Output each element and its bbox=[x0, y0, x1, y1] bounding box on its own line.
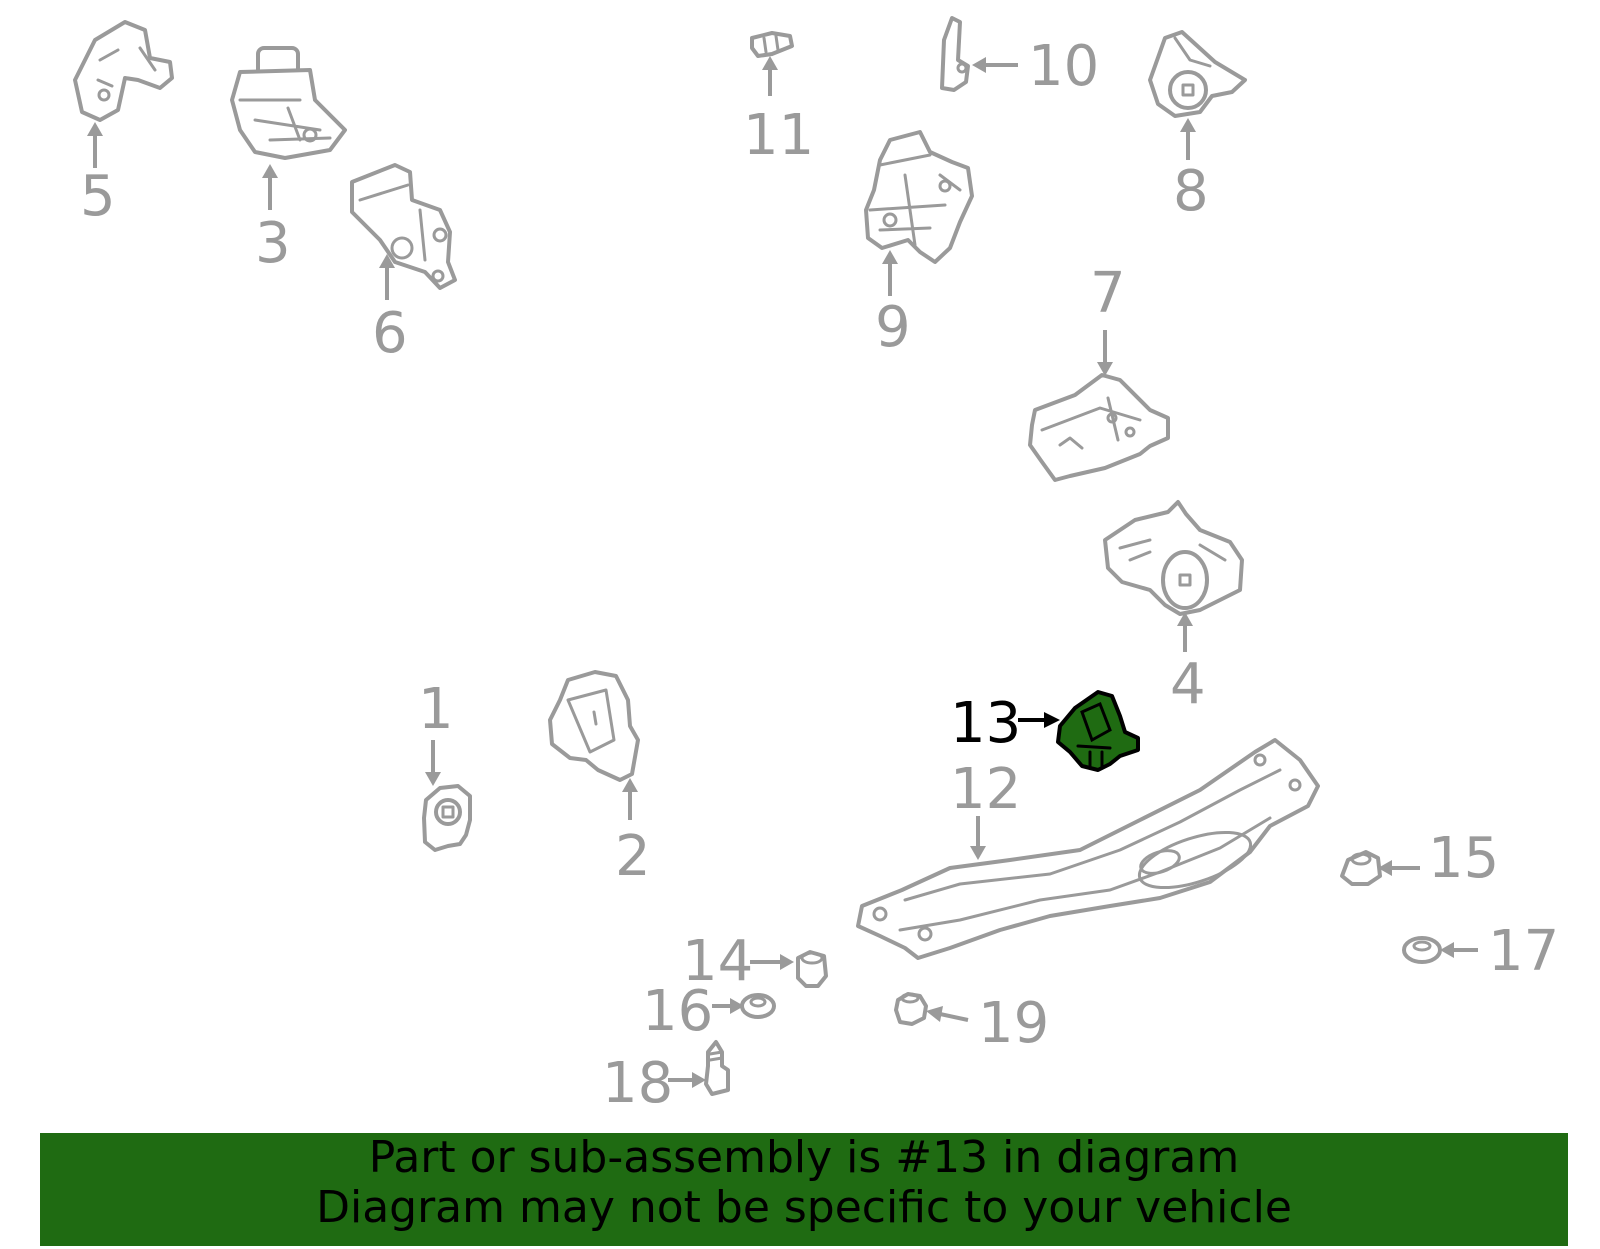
callout-9: 9 bbox=[875, 295, 911, 360]
callout-16: 16 bbox=[642, 979, 713, 1044]
part-18[interactable] bbox=[704, 1040, 730, 1096]
callout-7: 7 bbox=[1090, 261, 1126, 326]
part-10[interactable] bbox=[940, 16, 970, 92]
part-6[interactable] bbox=[350, 163, 457, 290]
callout-1: 1 bbox=[418, 677, 454, 742]
part-12[interactable] bbox=[856, 738, 1320, 960]
part-1[interactable] bbox=[422, 784, 472, 852]
callout-6: 6 bbox=[372, 301, 408, 366]
callout-19: 19 bbox=[978, 991, 1049, 1056]
part-15[interactable] bbox=[1340, 850, 1382, 886]
callout-12: 12 bbox=[950, 757, 1021, 822]
part-19[interactable] bbox=[894, 992, 928, 1026]
callout-15: 15 bbox=[1428, 826, 1499, 891]
part-16[interactable] bbox=[740, 993, 776, 1019]
banner-background bbox=[40, 1133, 1568, 1246]
callout-17: 17 bbox=[1488, 919, 1559, 984]
part-5[interactable] bbox=[73, 20, 174, 122]
part-2[interactable] bbox=[548, 670, 640, 782]
callout-11: 11 bbox=[743, 103, 814, 168]
part-7[interactable] bbox=[1028, 373, 1170, 482]
callout-10: 10 bbox=[1028, 34, 1099, 99]
part-14[interactable] bbox=[796, 950, 828, 988]
callout-8: 8 bbox=[1173, 159, 1209, 224]
callout-13: 13 bbox=[950, 691, 1021, 756]
info-banner: Part or sub-assembly is #13 in diagram D… bbox=[40, 1133, 1568, 1246]
part-17[interactable] bbox=[1402, 936, 1442, 964]
callout-5: 5 bbox=[80, 164, 116, 229]
arrow-19 bbox=[939, 1012, 969, 1022]
part-8[interactable] bbox=[1148, 30, 1247, 118]
part-13[interactable] bbox=[1056, 690, 1140, 772]
banner-line-1: Part or sub-assembly is #13 in diagram bbox=[368, 1132, 1240, 1183]
callout-14: 14 bbox=[682, 929, 753, 994]
part-9[interactable] bbox=[864, 130, 974, 264]
callout-2: 2 bbox=[615, 824, 651, 889]
part-11[interactable] bbox=[750, 31, 794, 58]
callout-18: 18 bbox=[602, 1051, 673, 1116]
banner-line-2: Diagram may not be specific to your vehi… bbox=[316, 1182, 1292, 1233]
part-4[interactable] bbox=[1103, 500, 1244, 616]
callout-3: 3 bbox=[255, 211, 291, 276]
part-3[interactable] bbox=[230, 46, 347, 160]
callout-4: 4 bbox=[1170, 652, 1206, 717]
